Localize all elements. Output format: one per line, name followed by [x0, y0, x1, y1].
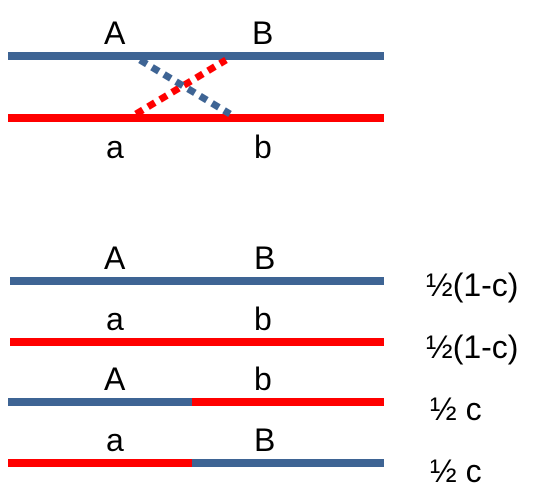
gametes-section: A B ½(1-c) a b ½(1-c) A b ½ c: [8, 240, 518, 489]
gamete-row-1: A B ½(1-c): [10, 240, 518, 303]
gamete-4-left-allele: a: [106, 422, 124, 458]
gamete-1-left-allele: A: [104, 240, 126, 276]
gamete-3-right-allele: b: [254, 361, 272, 397]
gamete-2-left-allele: a: [106, 301, 124, 337]
gamete-3-left-allele: A: [104, 361, 126, 397]
gamete-2-frequency: ½(1-c): [426, 329, 518, 365]
gamete-1-right-allele: B: [254, 240, 275, 276]
crossover-blue-strand: [138, 56, 232, 118]
gamete-4-right-allele: B: [254, 422, 275, 458]
gamete-row-4: a B ½ c: [8, 422, 482, 489]
gamete-4-frequency: ½ c: [430, 453, 482, 489]
crossover-red-strand: [134, 56, 228, 118]
gamete-2-right-allele: b: [254, 301, 272, 337]
allele-label-bottom-left: a: [106, 129, 124, 165]
allele-label-top-left: A: [104, 15, 126, 51]
allele-label-bottom-right: b: [254, 129, 272, 165]
gamete-row-3: A b ½ c: [8, 361, 482, 427]
gamete-row-2: a b ½(1-c): [10, 301, 518, 365]
gamete-1-frequency: ½(1-c): [426, 267, 518, 303]
crossover-section: A B a b: [8, 15, 384, 165]
gamete-3-frequency: ½ c: [430, 391, 482, 427]
allele-label-top-right: B: [252, 15, 273, 51]
